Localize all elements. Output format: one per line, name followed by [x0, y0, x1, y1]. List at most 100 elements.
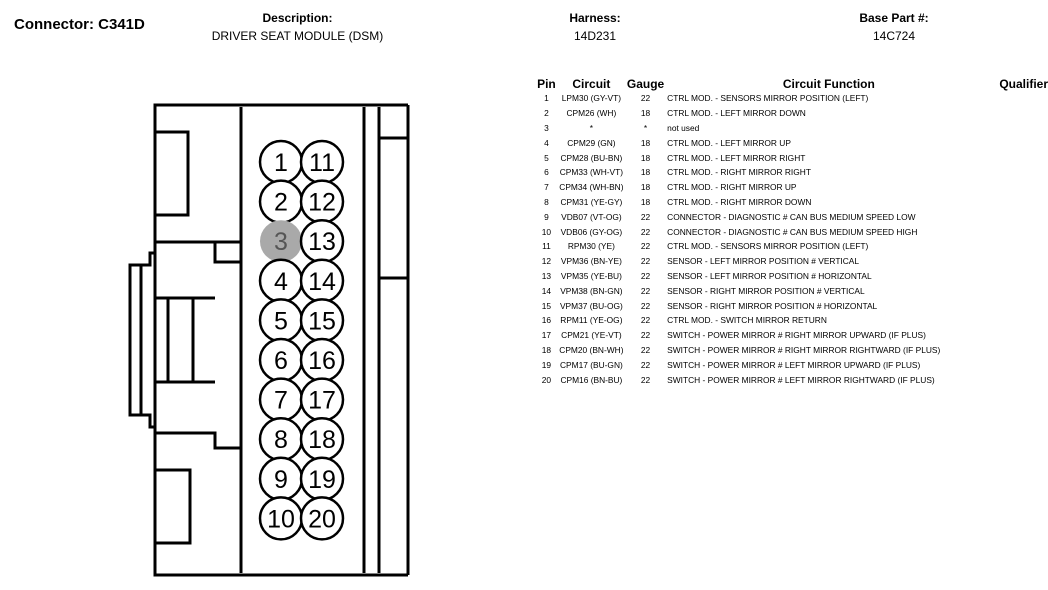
- qualifier-cell: [991, 328, 1048, 343]
- table-row: 11 RPM30 (YE) 22 CTRL MOD. - SENSORS MIRROR…: [536, 239, 1048, 254]
- base-part-value: 14C724: [872, 29, 916, 43]
- qualifier-cell: [991, 254, 1048, 269]
- function-cell: CTRL MOD. - LEFT MIRROR RIGHT: [667, 152, 806, 163]
- pin-cell: 1: [544, 93, 549, 104]
- gauge-cell: 18: [640, 167, 651, 178]
- function-cell: SENSOR - RIGHT MIRROR POSITION # VERTICA…: [667, 285, 865, 296]
- qualifier-cell: [991, 343, 1048, 358]
- function-cell: CTRL MOD. - SENSORS MIRROR POSITION (LEF…: [667, 241, 869, 252]
- gauge-cell: 22: [640, 226, 651, 237]
- pin-cell: 11: [542, 241, 551, 252]
- circuit-cell: CPM33 (WH-VT): [559, 167, 624, 178]
- pin-number-label: 10: [267, 505, 295, 533]
- gauge-cell: 22: [640, 241, 651, 252]
- gauge-cell: 18: [640, 196, 651, 207]
- circuit-cell: CPM17 (BU-GN): [559, 359, 623, 370]
- base-part-label: Base Part #:: [859, 11, 929, 25]
- qualifier-cell: [991, 283, 1048, 298]
- gauge-cell: 22: [640, 285, 651, 296]
- column-header-circuit-function: Circuit Function: [782, 77, 875, 91]
- circuit-cell: VPM38 (BN-GN): [560, 285, 623, 296]
- function-cell: CTRL MOD. - RIGHT MIRROR DOWN: [667, 196, 812, 207]
- pin-cell: 19: [541, 359, 552, 370]
- connector-housing-outline: [128, 103, 410, 577]
- pin-cavity-20: 20: [299, 496, 345, 541]
- qualifier-cell: [991, 121, 1048, 136]
- column-header-gauge: Gauge: [626, 77, 665, 91]
- qualifier-cell: [991, 357, 1048, 372]
- pin-number-label: 13: [308, 228, 336, 256]
- pin-cell: 6: [544, 167, 549, 178]
- circuit-cell: VDB07 (VT-OG): [561, 211, 622, 222]
- function-cell: CONNECTOR - DIAGNOSTIC # CAN BUS MEDIUM …: [667, 226, 918, 237]
- function-cell: CTRL MOD. - RIGHT MIRROR RIGHT: [667, 167, 811, 178]
- pin-cavity-18: 18: [299, 416, 345, 462]
- harness-value: 14D231: [573, 29, 617, 43]
- pin-cavity-3: 3: [260, 220, 302, 263]
- pin-cell: 9: [544, 211, 549, 222]
- pin-cavity-7: 7: [258, 377, 304, 422]
- function-cell: SWITCH - POWER MIRROR # LEFT MIRROR UPWA…: [667, 359, 921, 370]
- pin-number-label: 1: [274, 149, 288, 177]
- table-header-row: Pin Circuit Gauge Circuit Function Quali…: [536, 77, 1048, 91]
- function-cell: SWITCH - POWER MIRROR # RIGHT MIRROR RIG…: [667, 344, 941, 355]
- qualifier-cell: [991, 91, 1048, 106]
- pin-cavity-11: 11: [299, 139, 345, 185]
- function-cell: SENSOR - LEFT MIRROR POSITION # HORIZONT…: [667, 270, 872, 281]
- pin-number-label: 20: [308, 505, 336, 533]
- gauge-cell: 22: [640, 256, 651, 267]
- circuit-cell: CPM26 (WH): [566, 108, 617, 119]
- function-cell: not used: [667, 122, 700, 133]
- gauge-cell: 22: [640, 315, 651, 326]
- function-cell: SENSOR - RIGHT MIRROR POSITION # HORIZON…: [667, 300, 878, 311]
- column-header-pin: Pin: [537, 77, 556, 91]
- circuit-cell: CPM34 (WH-BN): [559, 182, 624, 193]
- qualifier-cell: [991, 239, 1048, 254]
- qualifier-cell: [991, 269, 1048, 284]
- circuit-cell: RPM30 (YE): [567, 241, 615, 252]
- table-row: 3**not used: [536, 121, 1048, 136]
- pin-cavity-17: 17: [299, 377, 345, 422]
- connector-title: Connector: C341D: [14, 16, 145, 33]
- pin-cell: 2: [544, 108, 549, 119]
- pin-number-label: 3: [274, 228, 288, 256]
- gauge-cell: 22: [640, 270, 651, 281]
- pin-cell: 16: [541, 315, 552, 326]
- pinout-table: Pin Circuit Gauge Circuit Function Quali…: [536, 77, 1048, 387]
- pin-cell: 3: [544, 122, 549, 133]
- pin-number-label: 18: [308, 426, 336, 454]
- function-cell: SWITCH - POWER MIRROR # RIGHT MIRROR UPW…: [667, 330, 926, 341]
- harness-label: Harness:: [569, 11, 621, 25]
- base-part-block: Base Part #: 14C724: [830, 11, 958, 43]
- function-cell: SENSOR - LEFT MIRROR POSITION # VERTICAL: [667, 256, 860, 267]
- pin-number-label: 15: [308, 307, 336, 335]
- pin-number-label: 7: [274, 387, 288, 415]
- table-row: 19 CPM17 (BU-GN) 22 SWITCH - POWER MIRROR #…: [536, 357, 1048, 372]
- circuit-cell: CPM28 (BU-BN): [560, 152, 623, 163]
- pin-cavity-19: 19: [299, 456, 345, 502]
- function-cell: SWITCH - POWER MIRROR # LEFT MIRROR RIGH…: [667, 374, 935, 385]
- pin-cell: 15: [541, 300, 552, 311]
- pin-cavity-4: 4: [258, 258, 304, 304]
- pin-cell: 13: [541, 270, 552, 281]
- gauge-cell: 18: [640, 152, 651, 163]
- pin-number-label: 8: [274, 426, 288, 454]
- function-cell: CTRL MOD. - RIGHT MIRROR UP: [667, 182, 797, 193]
- harness-block: Harness: 14D231: [540, 11, 650, 43]
- function-cell: CTRL MOD. - LEFT MIRROR UP: [667, 137, 791, 148]
- qualifier-cell: [991, 165, 1048, 180]
- circuit-cell: *: [589, 122, 594, 133]
- gauge-cell: 22: [640, 359, 651, 370]
- pin-cell: 20: [541, 374, 552, 385]
- pin-cavity-14: 14: [299, 258, 345, 304]
- pin-number-label: 16: [308, 347, 336, 375]
- qualifier-cell: [991, 209, 1048, 224]
- pin-cavity-16: 16: [299, 337, 345, 383]
- description-label: Description:: [262, 11, 333, 25]
- column-header-qualifier: Qualifier: [999, 77, 1048, 91]
